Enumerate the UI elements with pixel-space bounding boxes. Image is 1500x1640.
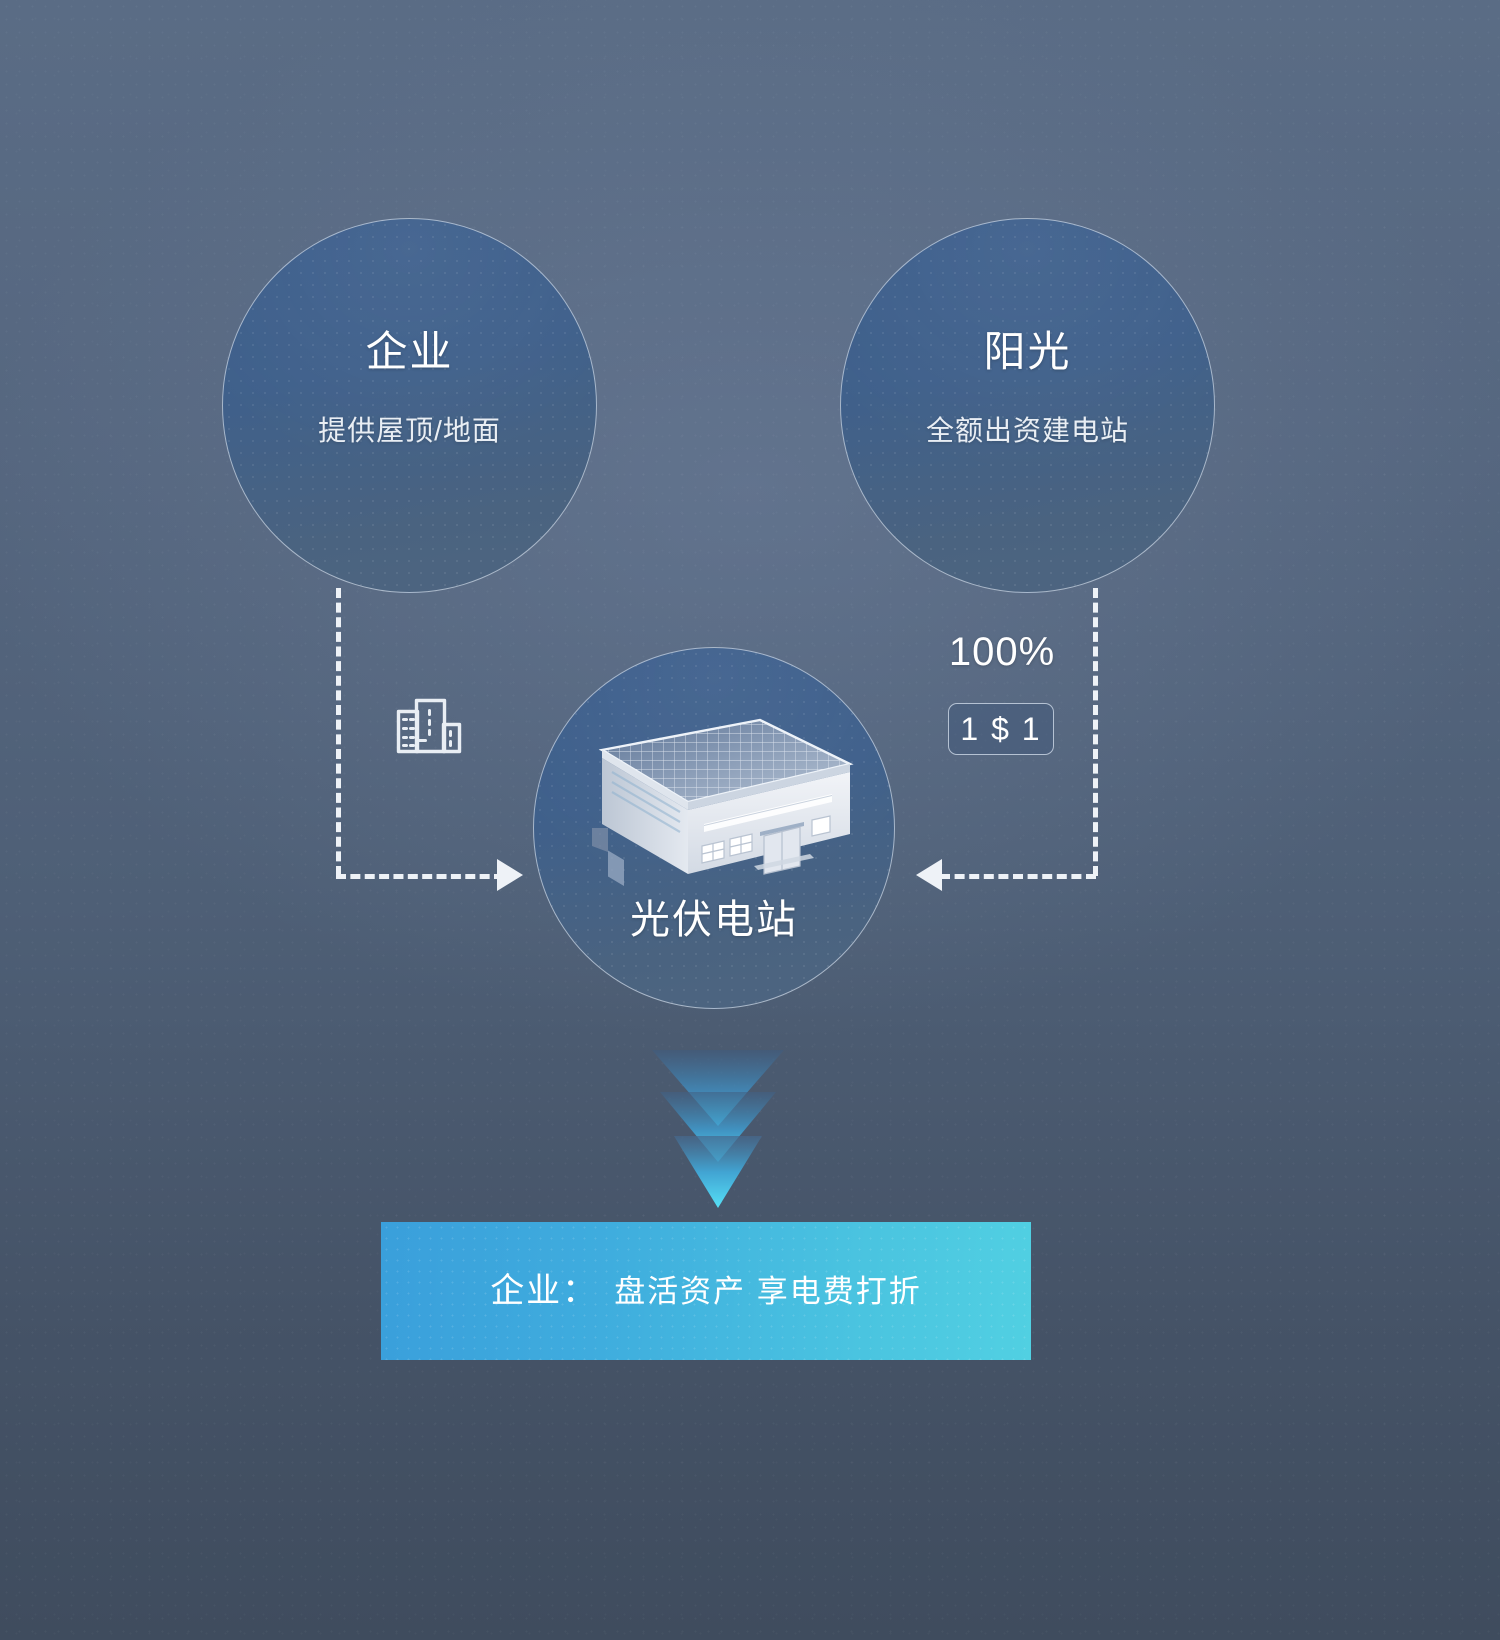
node-sunshine[interactable]: 阳光 全额出资建电站 xyxy=(840,218,1215,593)
connector-enterprise-vertical xyxy=(336,588,341,876)
arrowhead-enterprise-to-pv xyxy=(497,859,523,891)
node-enterprise[interactable]: 企业 提供屋顶/地面 xyxy=(222,218,597,593)
triple-chevron-down-icon xyxy=(628,1040,808,1220)
arrowhead-sunshine-to-pv xyxy=(916,859,942,891)
result-banner[interactable]: 企业： 盘活资产 享电费打折 xyxy=(381,1222,1031,1360)
node-pv-station[interactable]: 光伏电站 xyxy=(533,647,895,1009)
office-buildings-icon xyxy=(396,697,462,755)
circle-texture-enterprise xyxy=(223,219,596,592)
node-sunshine-subtitle: 全额出资建电站 xyxy=(925,415,1129,446)
solar-rooftop-building-illustration xyxy=(564,706,864,896)
connector-sunshine-horizontal xyxy=(940,874,1096,879)
node-enterprise-subtitle: 提供屋顶/地面 xyxy=(318,415,501,446)
connector-sunshine-vertical xyxy=(1093,588,1098,876)
node-pv-station-title: 光伏电站 xyxy=(630,898,798,942)
node-enterprise-title: 企业 xyxy=(365,328,454,375)
result-banner-value: 盘活资产 享电费打折 xyxy=(614,1273,922,1309)
result-banner-label: 企业： xyxy=(490,1272,599,1310)
node-sunshine-title: 阳光 xyxy=(983,328,1072,375)
percent-label: 100% xyxy=(948,630,1056,674)
connector-enterprise-horizontal xyxy=(336,874,504,879)
circle-texture-sunshine xyxy=(841,219,1214,592)
price-badge: 1 $ 1 xyxy=(948,703,1054,755)
